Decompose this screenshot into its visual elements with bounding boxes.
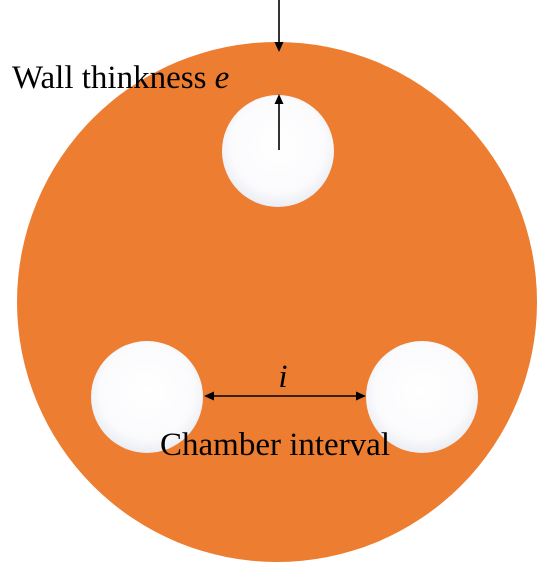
- wall-thickness-symbol: e: [215, 60, 230, 96]
- wall-thickness-arrows: [274, 0, 284, 150]
- chamber-interval-label: Chamber interval: [160, 427, 390, 463]
- wall-thickness-label: Wall thinkness e: [12, 60, 229, 96]
- chamber-bottom-left: [91, 341, 203, 453]
- chamber-bottom-right: [366, 341, 478, 453]
- chamber-top: [222, 95, 334, 207]
- chamber-interval-symbol: i: [278, 359, 287, 395]
- chamber-interval-arrow: [204, 391, 366, 401]
